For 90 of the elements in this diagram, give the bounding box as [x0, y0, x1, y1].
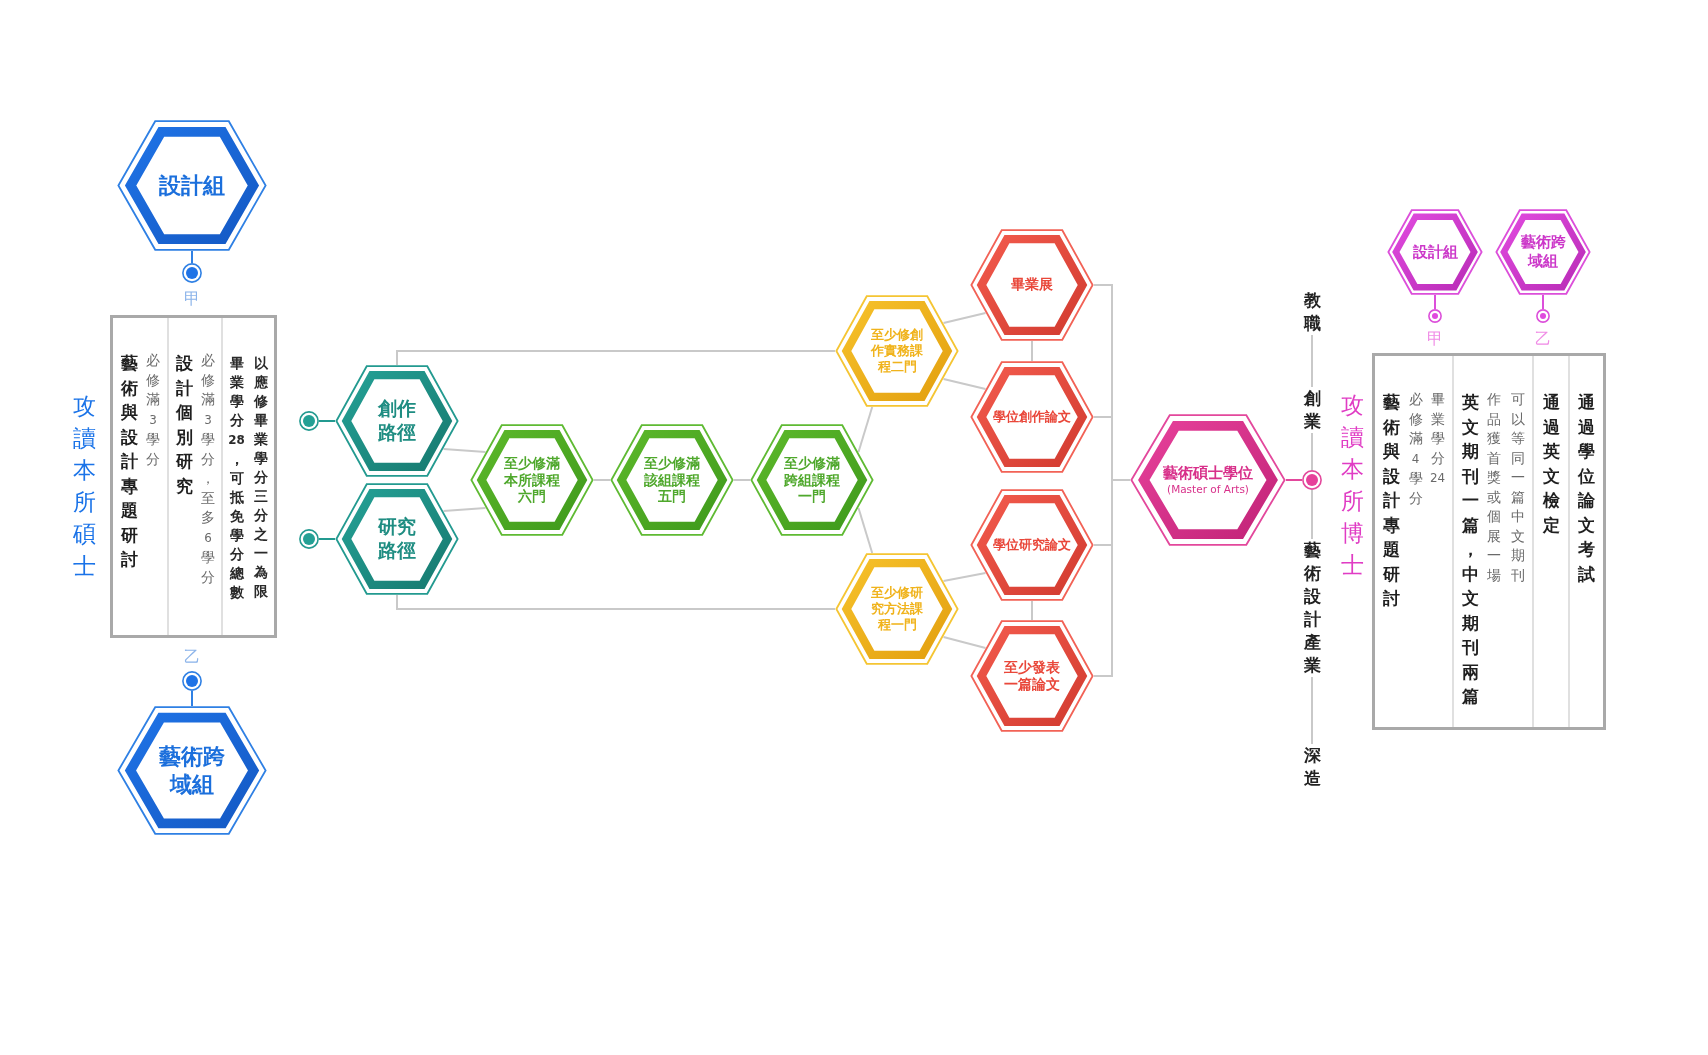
career-label: 創業: [1301, 387, 1323, 433]
section-heading: 攻讀本所博士: [1339, 391, 1365, 580]
hexagon-step: [335, 365, 459, 477]
junction-dot-icon: [299, 529, 319, 549]
credit-note: 必修滿3學分: [145, 351, 161, 469]
course-title: 通過英文檢定: [1541, 391, 1561, 537]
hexagon-label: 創作路徑: [377, 397, 417, 445]
junction-dot-icon: [182, 671, 202, 691]
hexagon-step: [335, 483, 459, 595]
branch-label: 乙: [184, 649, 200, 665]
connector-line: [1093, 479, 1131, 677]
connector-line: [396, 594, 836, 610]
connector-line: [942, 312, 987, 324]
hexagon-step: [117, 706, 267, 835]
branch-label: 乙: [1535, 331, 1551, 347]
hexagon-label: 設計組: [1412, 242, 1458, 262]
credit-note: 必修滿3學分，至多6學分: [200, 351, 216, 587]
hexagon-step: [835, 295, 959, 407]
connector-line: [318, 538, 336, 540]
connector-line: [942, 572, 987, 582]
hexagon-step: [1387, 209, 1483, 295]
hexagon-step: [117, 120, 267, 251]
junction-dot-icon: [299, 411, 319, 431]
connector-line: [318, 420, 336, 422]
connector-line: [1031, 340, 1033, 362]
hexagon-step: [610, 424, 734, 536]
course-title: 藝術與設計專題研討: [119, 352, 139, 571]
hexagon-label: 至少修滿跨組課程一門: [784, 454, 840, 506]
hexagon-step: [970, 489, 1094, 601]
course-title: 藝術與設計專題研討: [1382, 391, 1401, 610]
course-title: 設計個別研究: [174, 352, 194, 498]
connector-line: [1311, 334, 1313, 388]
hexagon-step: [1130, 414, 1286, 546]
credit-note: 畢業學分28，可抵免學分總數以應修畢業學分三分之一為限: [227, 354, 269, 602]
credit-note: 必修滿4學分: [1407, 390, 1424, 508]
connector-line: [396, 350, 836, 366]
hexagon-label: 設計組: [159, 171, 225, 200]
connector-line: [442, 448, 487, 453]
connector-line: [1311, 432, 1313, 471]
junction-dot-icon: [1302, 470, 1322, 490]
connector-line: [942, 636, 987, 649]
credit-note: 作品獲首獎或個展一場可以等同一篇中文期刊: [1486, 390, 1526, 585]
branch-label: 甲: [184, 291, 200, 307]
connector-line: [857, 507, 874, 554]
career-label: 教職: [1301, 289, 1323, 335]
connector-line: [1311, 676, 1313, 745]
connector-line: [1311, 489, 1313, 540]
hexagon-step: [970, 620, 1094, 732]
connector-line: [1285, 479, 1303, 481]
hexagon-label: 藝術跨域組: [158, 743, 226, 798]
branch-label: 甲: [1427, 331, 1443, 347]
career-label: 深造: [1301, 744, 1323, 790]
connector-line: [191, 250, 193, 264]
requirements-table: [1372, 353, 1606, 730]
hexagon-label: 研究路徑: [377, 515, 417, 563]
connector-line: [733, 479, 751, 481]
hexagon-label: 至少修創作實務課程二門: [870, 326, 924, 376]
career-label: 藝術設計產業: [1301, 539, 1323, 677]
hexagon-label: 至少修滿該組課程五門: [644, 454, 700, 506]
hexagon-label: 至少修滿本所課程六門: [504, 454, 560, 506]
connector-line: [191, 690, 193, 707]
hexagon-step: [970, 229, 1094, 341]
section-heading: 攻讀本所碩士: [71, 392, 97, 581]
connector-line: [442, 507, 487, 512]
connector-line: [1434, 294, 1436, 310]
hexagon-label: 藝術跨域組: [1519, 233, 1567, 271]
hexagon-step: [1495, 209, 1591, 295]
hexagon-label: 至少修研究方法課程一門: [870, 584, 924, 634]
hexagon-label: 藝術碩士學位: [1163, 464, 1253, 483]
connector-line: [942, 378, 987, 390]
junction-dot-icon: [1428, 309, 1442, 323]
junction-dot-icon: [182, 263, 202, 283]
hexagon-label: 至少發表一篇論文: [1003, 658, 1061, 694]
hexagon-step: [750, 424, 874, 536]
hexagon-label: 學位研究論文: [993, 536, 1071, 554]
connector-line: [1031, 600, 1033, 621]
hexagon-label: 學位創作論文: [993, 408, 1071, 426]
requirements-table: [110, 315, 277, 638]
hexagon-sublabel: (Master of Arts): [1167, 482, 1249, 496]
connector-line: [1542, 294, 1544, 310]
connector-line: [593, 479, 611, 481]
course-title: 通過學位論文考試: [1577, 391, 1596, 586]
credit-note: 畢業學分24: [1428, 390, 1447, 487]
hexagon-step: [835, 553, 959, 665]
connector-line: [857, 406, 874, 453]
hexagon-step: [970, 361, 1094, 473]
junction-dot-icon: [1536, 309, 1550, 323]
hexagon-step: [470, 424, 594, 536]
hexagon-label: 畢業展: [1011, 276, 1053, 294]
course-title: 英文期刊一篇，中文期刊兩篇: [1460, 391, 1480, 708]
